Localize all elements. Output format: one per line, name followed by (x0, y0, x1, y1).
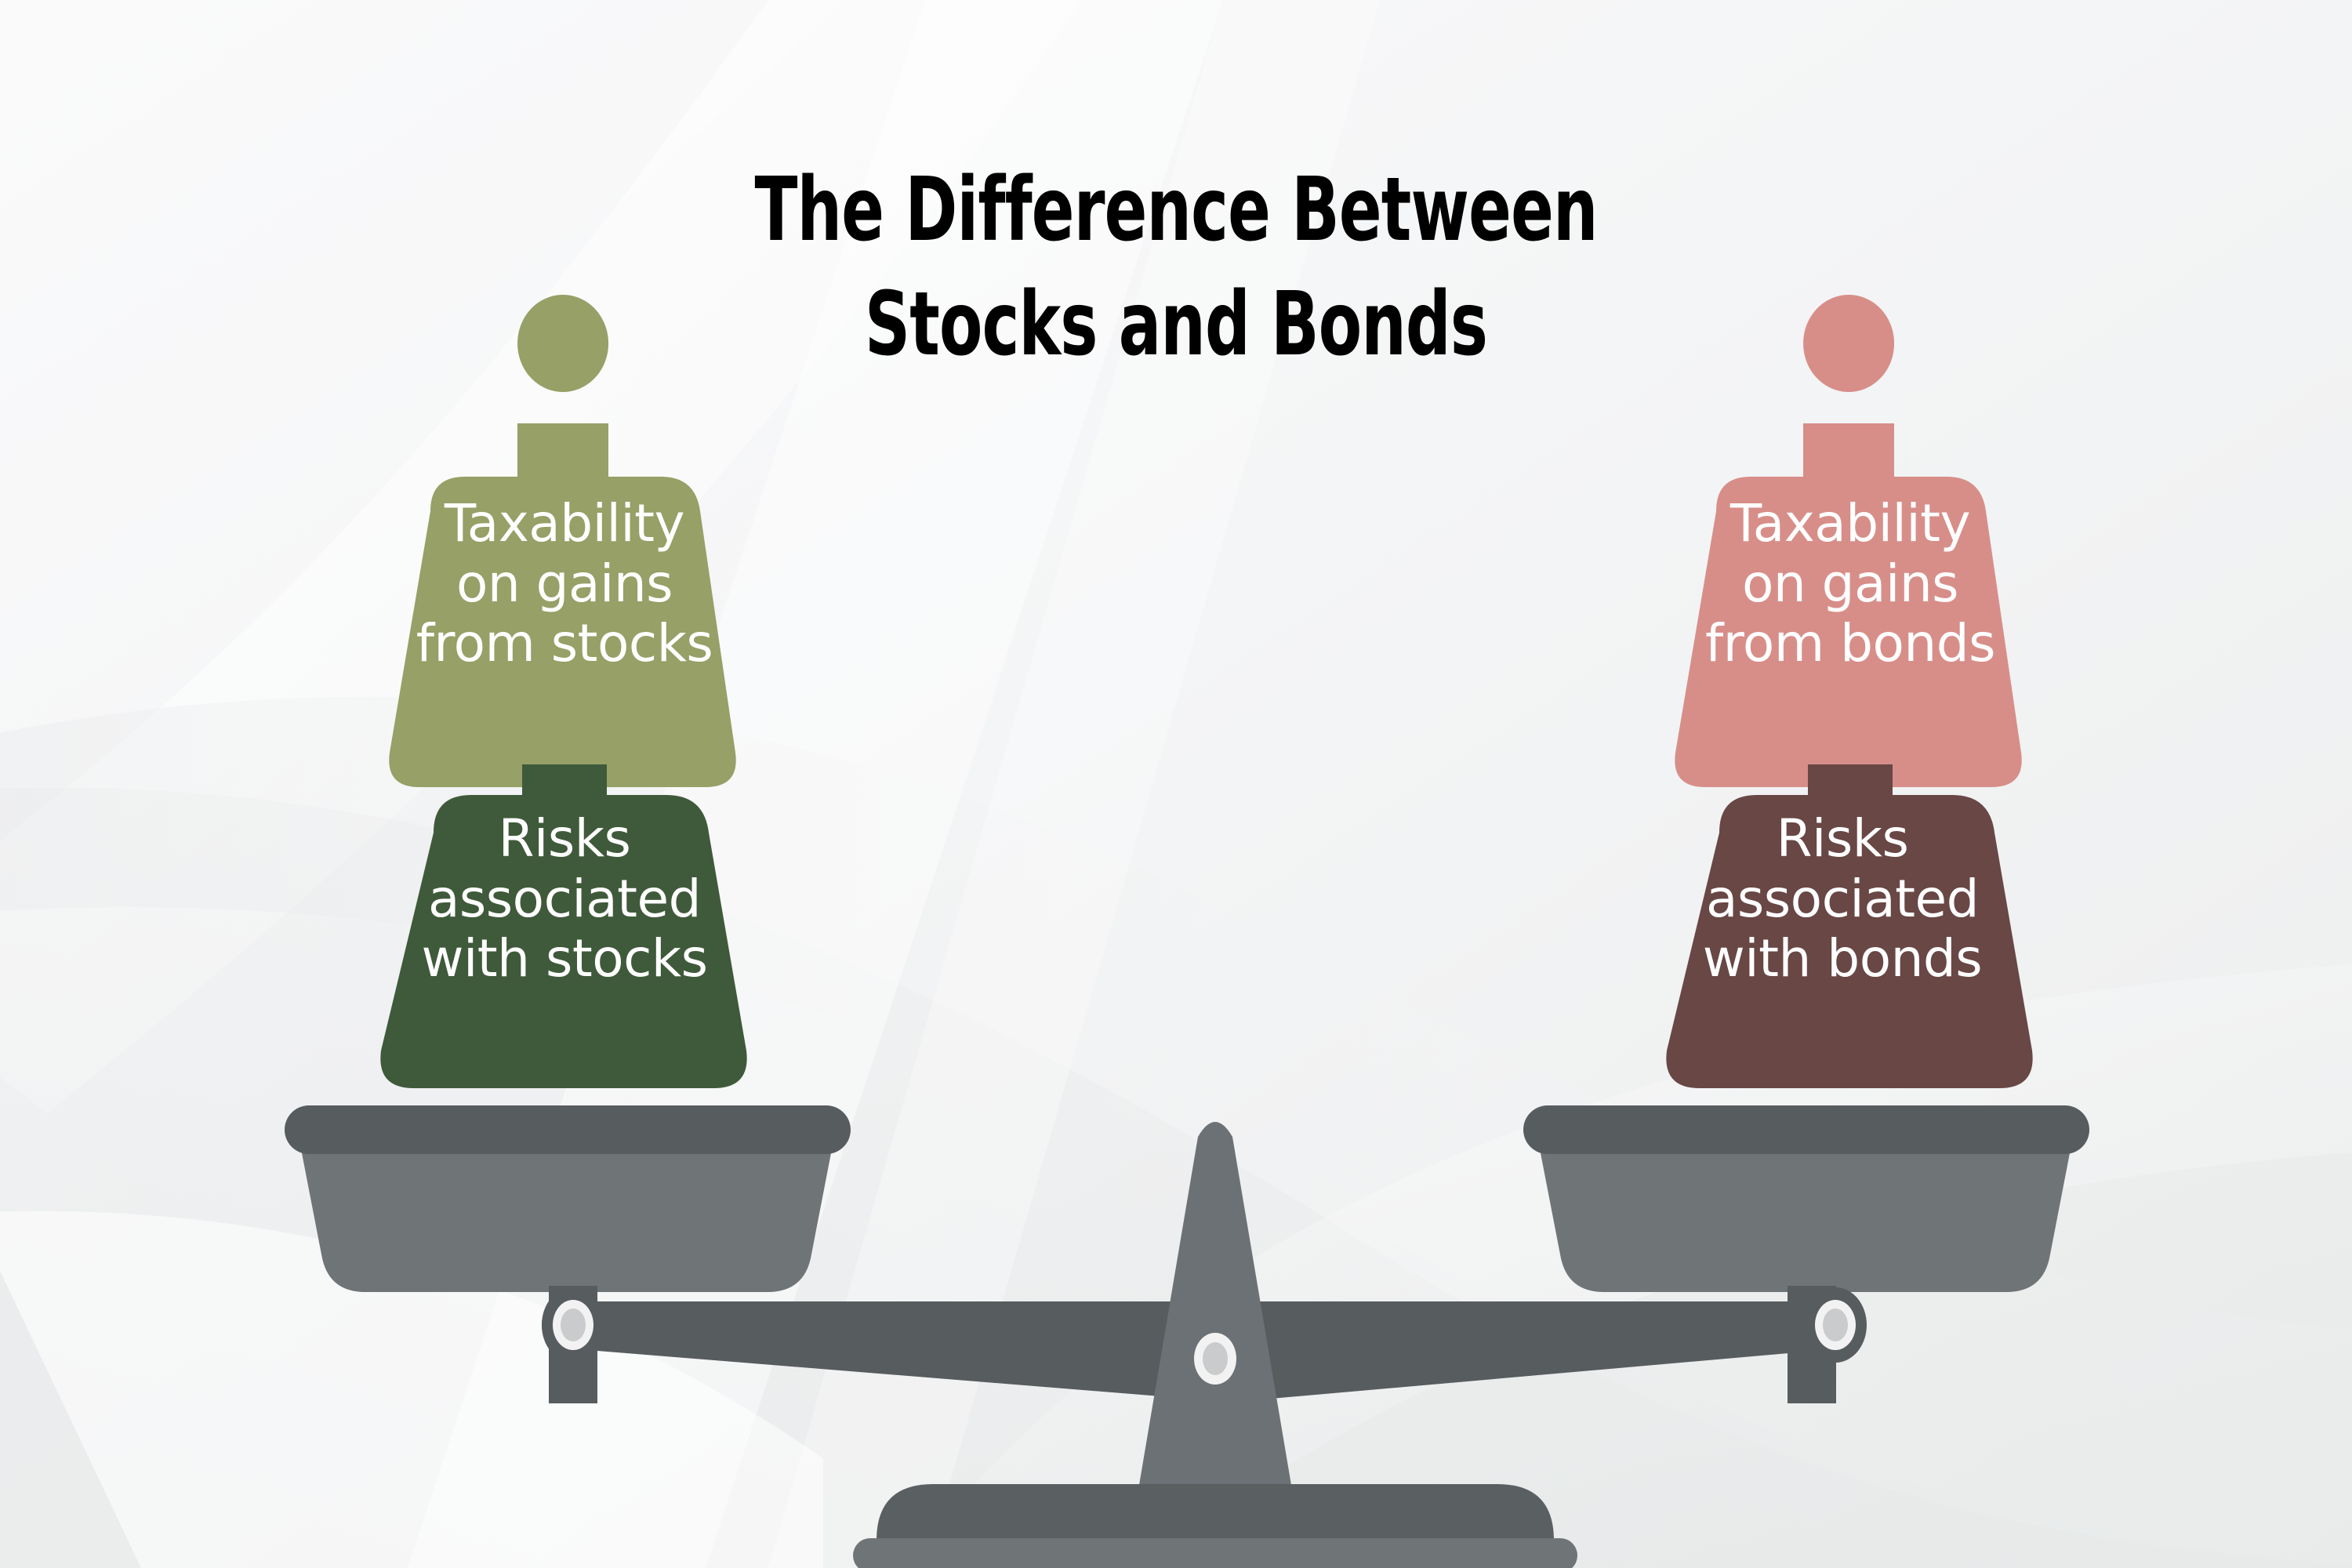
scale-pan-left-joint (553, 1300, 593, 1350)
weight-icon-bonds-risks (1666, 764, 2033, 1088)
pivot-icon (1194, 1333, 1236, 1385)
scale-pillar (1138, 1122, 1292, 1490)
weight-icon-stocks-risks (380, 764, 747, 1088)
scale-base (853, 1484, 1577, 1568)
weight-icon-bonds-taxability (1675, 295, 2022, 787)
scale-pan-right-joint (1815, 1300, 1856, 1350)
weight-icon-stocks-taxability (389, 295, 736, 787)
